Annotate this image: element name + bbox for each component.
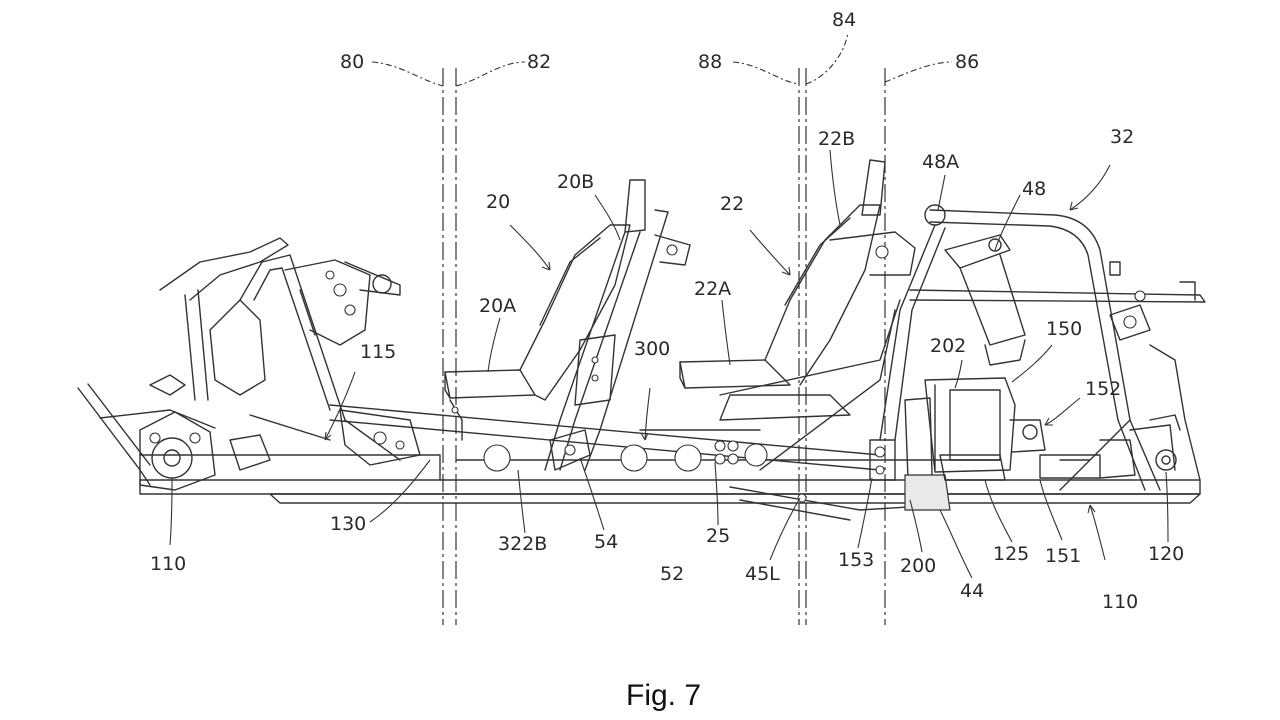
powertrain (869, 377, 1181, 511)
label-84: 84 (832, 9, 856, 31)
shock-absorber-48 (944, 234, 1026, 366)
seat-22 (679, 159, 916, 471)
label-130: 130 (330, 513, 366, 535)
label-125: 125 (993, 543, 1029, 565)
label-322B: 322B (498, 533, 547, 555)
label-44: 44 (960, 580, 984, 602)
leader-lines (169, 149, 1169, 579)
label-115: 115 (360, 341, 396, 363)
label-200: 200 (900, 555, 936, 577)
front-subframe (77, 237, 421, 491)
label-202: 202 (930, 335, 966, 357)
reference-planes (371, 31, 953, 625)
label-25: 25 (706, 525, 730, 547)
label-52: 52 (660, 563, 684, 585)
label-20B: 20B (557, 171, 594, 193)
label-48: 48 (1022, 178, 1046, 200)
figure-caption: Fig. 7 (626, 679, 701, 712)
label-20: 20 (486, 191, 510, 213)
label-32: 32 (1110, 126, 1134, 148)
roll-cage (879, 204, 1206, 491)
reference-labels: 80 82 88 84 86 22B 32 48A 48 20 20B 22 2… (150, 9, 1184, 613)
label-110-right: 110 (1102, 591, 1138, 613)
label-153: 153 (838, 549, 874, 571)
label-120: 120 (1148, 543, 1184, 565)
label-48A: 48A (922, 151, 959, 173)
label-45L: 45L (745, 563, 780, 585)
label-110-left: 110 (150, 553, 186, 575)
label-152: 152 (1085, 378, 1121, 400)
label-54: 54 (594, 531, 618, 553)
label-82: 82 (527, 51, 551, 73)
label-300: 300 (634, 338, 670, 360)
label-150: 150 (1046, 318, 1082, 340)
label-151: 151 (1045, 545, 1081, 567)
label-88: 88 (698, 51, 722, 73)
label-80: 80 (340, 51, 364, 73)
label-22A: 22A (694, 278, 731, 300)
label-20A: 20A (479, 295, 516, 317)
seat-20 (444, 179, 761, 471)
label-86: 86 (955, 51, 979, 73)
label-22B: 22B (818, 128, 855, 150)
vehicle-frame (139, 404, 1201, 521)
label-22: 22 (720, 193, 744, 215)
